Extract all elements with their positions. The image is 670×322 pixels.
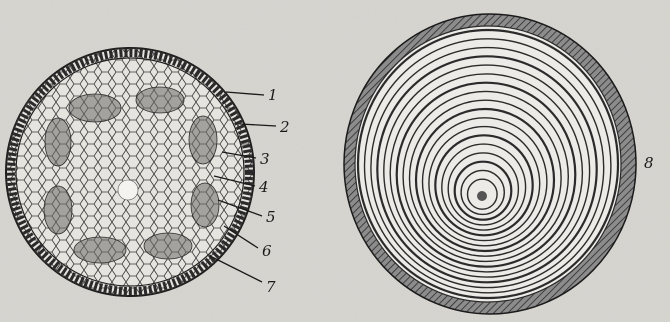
trunk-cross-section <box>344 14 636 314</box>
callout-label-2: 2 <box>279 118 290 136</box>
pith-center <box>118 180 138 200</box>
callout-label-5: 5 <box>266 208 276 226</box>
callout-label-8: 8 <box>644 154 654 172</box>
trunk-core <box>477 191 487 201</box>
callout-label-6: 6 <box>262 242 272 260</box>
callout-label-4: 4 <box>258 178 269 196</box>
sapwood-disc <box>355 26 621 302</box>
callout-label-1: 1 <box>268 86 278 104</box>
callout-label-7: 7 <box>266 278 276 296</box>
callout-label-3: 3 <box>260 150 270 168</box>
